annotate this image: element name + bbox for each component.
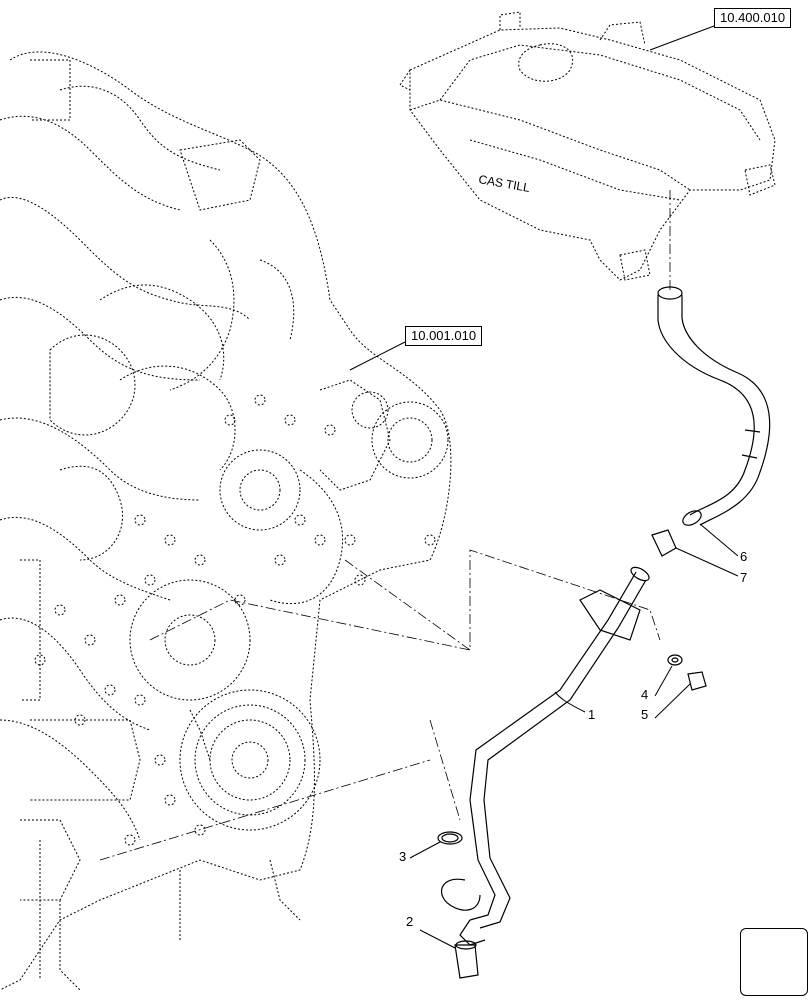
tank-reference[interactable]: 10.400.010 xyxy=(714,8,792,28)
callout-2: 2 xyxy=(406,914,414,929)
callout-4: 4 xyxy=(641,687,649,702)
engine-block xyxy=(0,51,452,991)
small-parts xyxy=(437,529,707,979)
callout-5: 5 xyxy=(641,707,649,722)
callout-6: 6 xyxy=(740,549,748,564)
tank-marking: CAS TILL xyxy=(477,172,531,195)
engine-reference[interactable]: 10.001.010 xyxy=(405,326,483,346)
callout-3: 3 xyxy=(399,849,407,864)
expansion-tank xyxy=(399,11,776,281)
callout-7: 7 xyxy=(740,570,748,585)
previous-page-button[interactable] xyxy=(740,928,808,996)
assembly-leaders xyxy=(99,190,671,861)
coolant-hose xyxy=(657,286,771,526)
coolant-pipe xyxy=(441,566,650,946)
callout-1: 1 xyxy=(588,707,596,722)
callout-leaders xyxy=(349,25,739,949)
